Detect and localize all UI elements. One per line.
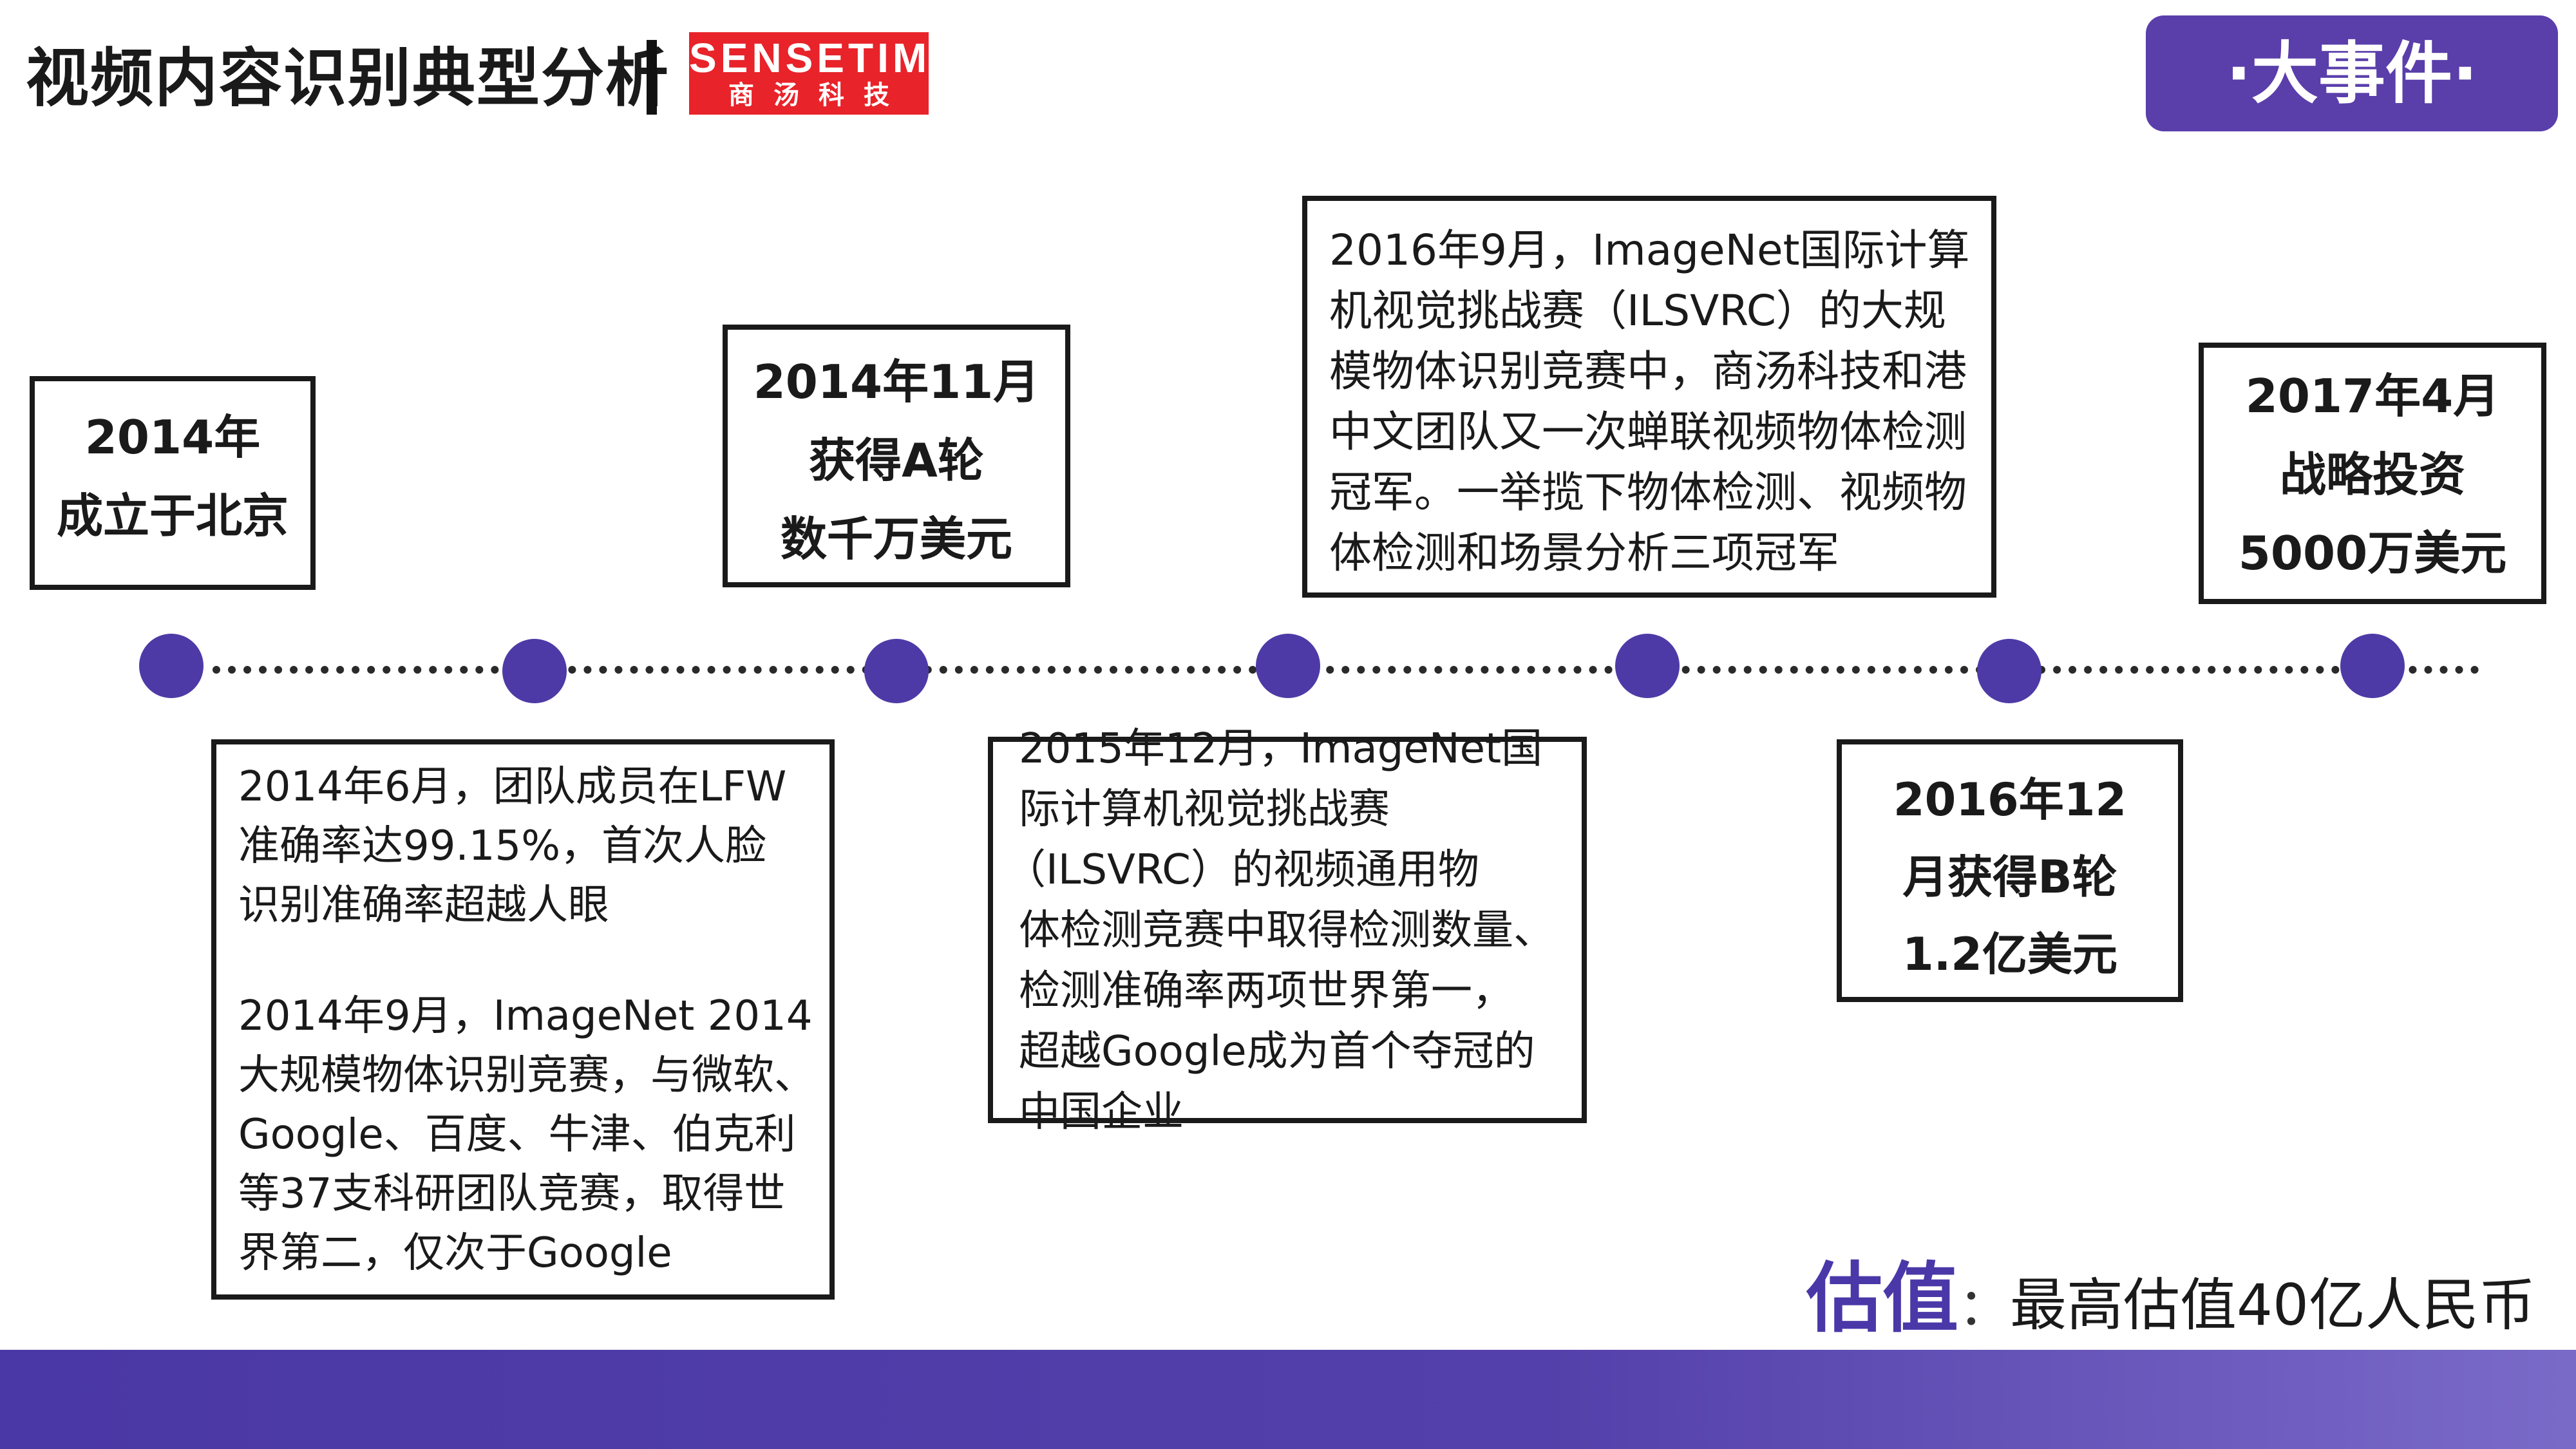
event-line: 2015年12月，ImageNet国	[1019, 725, 1543, 773]
timeline-node	[502, 639, 567, 703]
event-box-2017-apr: 2017年4月 战略投资 5000万美元	[2199, 343, 2546, 604]
event-line: Google、百度、牛津、伯克利	[238, 1111, 796, 1159]
title-divider	[647, 40, 657, 115]
event-box-2014-founded: 2014年 成立于北京	[30, 376, 316, 590]
event-line: 冠军。一举揽下物体检测、视频物	[1329, 468, 1967, 517]
event-line: 2016年9月，ImageNet国际计算	[1329, 225, 1970, 275]
event-tag: ·大事件·	[2146, 15, 2558, 131]
event-line: 中国企业	[1019, 1088, 1184, 1136]
event-line: 际计算机视觉挑战赛	[1019, 786, 1390, 833]
event-line: 2014年	[84, 410, 261, 464]
event-box-2016-sep: 2016年9月，ImageNet国际计算 机视觉挑战赛（ILSVRC）的大规 模…	[1302, 196, 1996, 598]
event-line: 中文团队又一次蝉联视频物体检测	[1329, 407, 1967, 457]
event-line: 获得A轮	[809, 433, 984, 488]
timeline-node	[864, 639, 929, 703]
logo-chinese: 商汤科技	[728, 81, 909, 109]
event-box-2016-dec: 2016年12 月获得B轮 1.2亿美元	[1837, 739, 2183, 1002]
logo-english: SENSETIME	[689, 35, 962, 81]
event-line: 月获得B轮	[1902, 851, 2117, 904]
event-line: 成立于北京	[56, 489, 289, 543]
event-line: 2016年12	[1893, 773, 2127, 826]
timeline-node	[1977, 639, 2041, 703]
event-line: 2014年9月，ImageNet 2014	[238, 992, 813, 1040]
event-line: 数千万美元	[780, 512, 1012, 566]
event-line: 体检测竞赛中取得检测数量、	[1019, 907, 1555, 954]
event-line: 准确率达99.15%，首次人脸	[238, 822, 767, 870]
event-box-2014-nov: 2014年11月 获得A轮 数千万美元	[723, 325, 1070, 587]
event-line: 5000万美元	[2238, 526, 2507, 580]
event-box-2015-dec: 2015年12月，ImageNet国 际计算机视觉挑战赛 （ILSVRC）的视频…	[1005, 719, 1586, 1142]
event-line: 检测准确率两项世界第一，	[1019, 967, 1513, 1015]
page-title: 视频内容识别典型分析	[26, 42, 670, 115]
timeline-node	[1256, 634, 1320, 698]
event-line: 界第二，仅次于Google	[238, 1229, 672, 1277]
valuation-value: 最高估值40亿人民币	[2010, 1272, 2535, 1338]
event-line: 大规模物体识别竞赛，与微软、	[238, 1052, 815, 1099]
timeline-node	[139, 634, 204, 698]
event-line: 2014年6月，团队成员在LFW	[238, 763, 787, 811]
sensetime-logo: SENSETIME 商汤科技	[689, 32, 962, 115]
event-line: 体检测和场景分析三项冠军	[1329, 528, 1839, 578]
event-box-2014-lfw-imagenet: 2014年6月，团队成员在LFW 准确率达99.15%，首次人脸 识别准确率超越…	[211, 739, 835, 1300]
timeline-node	[2340, 634, 2405, 698]
event-line: 战略投资	[2279, 448, 2465, 502]
event-line: 等37支科研团队竞赛，取得世	[238, 1170, 786, 1218]
valuation-label: 估值	[1806, 1254, 1959, 1343]
timeline-dotted-line	[213, 666, 2479, 674]
event-line: 机视觉挑战赛（ILSVRC）的大规	[1329, 286, 1946, 336]
event-box-2015-dec-frame	[988, 737, 1587, 1123]
event-line: 2014年11月	[753, 355, 1040, 409]
event-line: 模物体识别竞赛中，商汤科技和港	[1329, 346, 1967, 396]
event-line: 2017年4月	[2245, 369, 2500, 423]
valuation: 估值：最高估值40亿人民币	[1806, 1236, 2535, 1347]
footer-band	[0, 1350, 2576, 1449]
event-line: 1.2亿美元	[1902, 928, 2117, 981]
event-line: 识别准确率超越人眼	[238, 882, 609, 929]
event-line: 超越Google成为首个夺冠的	[1019, 1028, 1535, 1075]
event-line: （ILSVRC）的视频通用物	[1005, 846, 1479, 894]
timeline-node	[1615, 634, 1680, 698]
valuation-separator: ：	[1958, 1277, 2011, 1337]
